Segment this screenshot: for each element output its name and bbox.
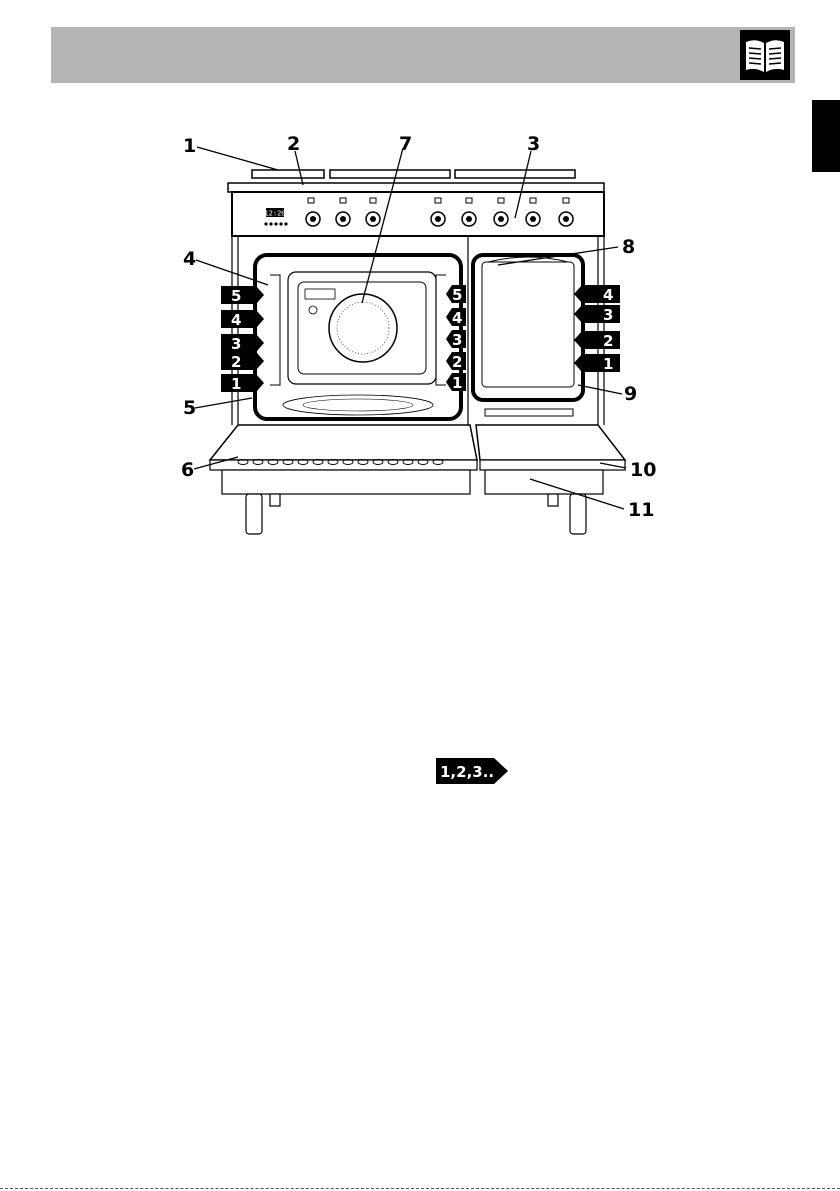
shelf-level-label: 4	[603, 286, 613, 304]
callout-6: 6	[181, 459, 194, 481]
shelf-level-label: 5	[231, 287, 241, 305]
shelf-level-label: 2	[231, 353, 241, 371]
sequence-badge-label: 1,2,3..	[440, 763, 494, 781]
shelf-level-label: 1	[452, 374, 462, 392]
cooker-diagram: 12:20	[0, 0, 840, 600]
sequence-arrow-icon: 1,2,3..	[436, 758, 508, 784]
callout-4: 4	[183, 248, 196, 270]
callout-8: 8	[622, 236, 635, 258]
shelf-level-label: 4	[452, 309, 462, 327]
main-oven-door	[210, 425, 477, 470]
callout-7: 7	[399, 133, 412, 155]
callout-1: 1	[183, 135, 196, 157]
callout-5: 5	[183, 397, 196, 419]
shelf-level-label: 3	[231, 335, 241, 353]
auxiliary-oven-cavity	[473, 255, 583, 416]
shelf-level-label: 1	[231, 375, 241, 393]
control-panel: 12:20	[232, 192, 604, 236]
clock-display-time: 12:20	[264, 210, 285, 218]
shelf-level-label: 3	[452, 331, 462, 349]
main-oven-cavity	[255, 255, 461, 419]
shelf-level-label: 1	[603, 355, 613, 373]
page-footer-line	[0, 1188, 840, 1189]
aux-oven-shelf-badges: 4 3 2 1	[574, 285, 620, 373]
callout-2: 2	[287, 133, 300, 155]
shelf-level-label: 5	[452, 286, 462, 304]
shelf-level-label: 2	[603, 332, 613, 350]
storage-compartment	[222, 470, 603, 494]
hob-top	[228, 170, 604, 192]
cooker-feet	[246, 494, 586, 534]
shelf-level-label: 3	[603, 306, 613, 324]
callout-9: 9	[624, 383, 637, 405]
shelf-level-label: 4	[231, 311, 241, 329]
callout-10: 10	[630, 459, 656, 481]
callout-3: 3	[527, 133, 540, 155]
main-oven-shelf-badges-right: 5 4 3 2 1	[446, 285, 466, 392]
callout-11: 11	[628, 499, 654, 521]
main-oven-shelf-badges-left: 5 4 3 2 1	[221, 286, 264, 393]
shelf-level-label: 2	[452, 353, 462, 371]
